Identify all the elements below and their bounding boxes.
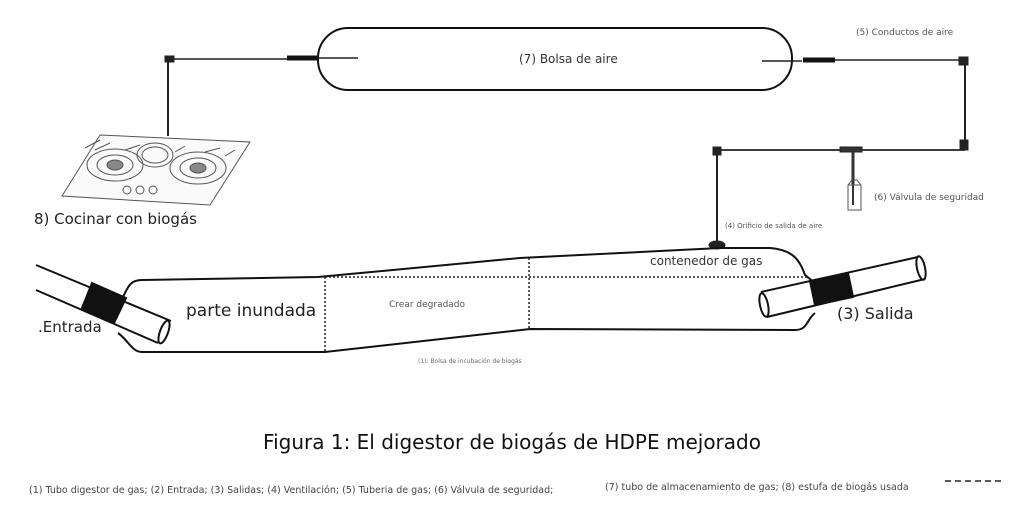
- figure-caption: Figura 1: El digestor de biogás de HDPE …: [263, 430, 761, 454]
- outlet-pipe: [758, 255, 927, 318]
- partition-lines: [324, 258, 808, 352]
- outlet-label: (3) Salida: [837, 304, 914, 323]
- gradient-label: Crear degradado: [389, 300, 466, 310]
- legend-line-1: (1) Tubo digestor de gas; (2) Entrada; (…: [29, 485, 554, 496]
- safety-valve-icon: [847, 152, 862, 211]
- legend-line-2: (7) tubo de almacenamiento de gas; (8) e…: [605, 482, 909, 493]
- air-ducts-label: (5) Conductos de aire: [856, 28, 954, 38]
- air-outlet-label: (4) Orificio de salida de aire: [725, 222, 823, 230]
- inlet-pipe: [35, 264, 172, 345]
- biogas-stove-icon: [61, 134, 251, 206]
- inlet-label: .Entrada: [38, 318, 102, 336]
- gas-pipe-left: [164, 55, 358, 136]
- safety-valve-label: (6) Válvula de seguridad: [874, 193, 984, 203]
- air-bag-label: (7) Bolsa de aire: [519, 52, 618, 66]
- gas-container-label: contenedor de gas: [650, 254, 763, 268]
- digester-bag: [117, 247, 816, 353]
- incubation-bag-label: (1): Bolsa de incubación de biogás: [418, 358, 522, 365]
- flooded-part-label: parte inundada: [186, 301, 317, 321]
- cooking-label: 8) Cocinar con biogás: [34, 210, 197, 228]
- gas-pipe-right: [708, 56, 969, 250]
